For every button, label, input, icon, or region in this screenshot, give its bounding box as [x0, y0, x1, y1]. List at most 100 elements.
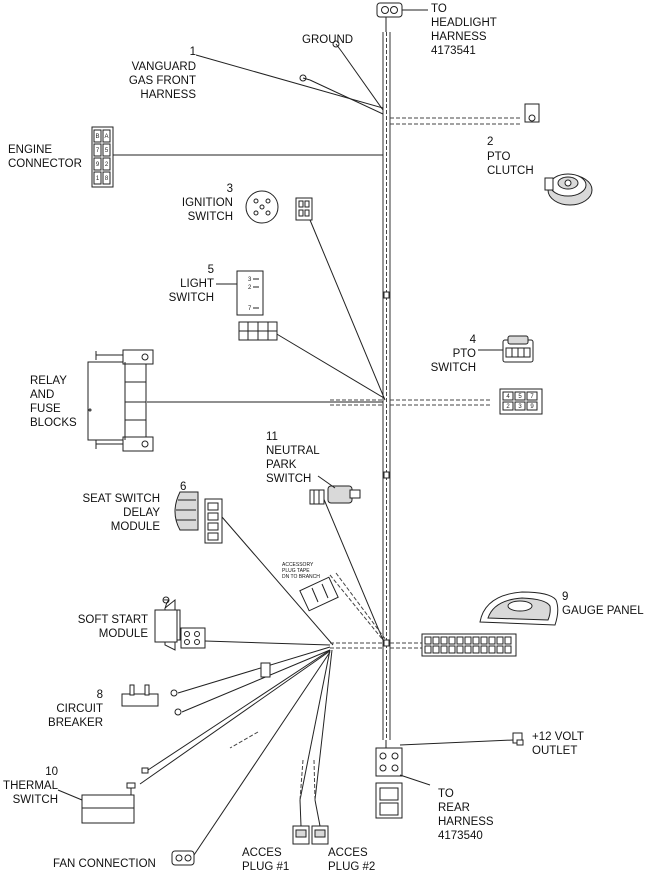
pto-switch-pin-label: 2: [506, 404, 510, 410]
rear-harness-connector: [375, 747, 431, 819]
neutral-park-switch: [309, 485, 361, 505]
headlight-label-line-1: TO: [431, 3, 447, 15]
neutral-park-line-2: PARK: [266, 459, 297, 471]
thermal-switch-callout: 10 THERMAL SWITCH: [3, 766, 83, 806]
ignition-connector: [295, 197, 313, 221]
pto-switch-pin-label: 4: [506, 394, 510, 400]
gauge-connector-cavity: [488, 636, 496, 645]
pto-switch-pin-label: 7: [530, 394, 534, 400]
soft-start-line-2: MODULE: [99, 628, 149, 640]
seat-switch-number: 6: [180, 481, 186, 493]
acces-plug-1: [292, 825, 310, 845]
engine-connector-pin-label: B: [95, 134, 99, 140]
engine-connector-pin-cell: [93, 171, 102, 185]
ground-label: GROUND: [302, 34, 353, 46]
ground-terminals: [299, 40, 343, 82]
rear-harness-line-1: TO: [438, 788, 454, 800]
pto-switch-pin-label: 3: [518, 404, 522, 410]
main-harness-trunk: [382, 32, 391, 740]
pto-switch-callout: 4 PTO SWITCH: [431, 334, 503, 374]
acces-plug-1-label: ACCES PLUG #1: [242, 847, 289, 873]
harness-front-number: 1: [190, 46, 196, 58]
gauge-connector-cavity: [440, 636, 448, 645]
gauge-panel: [421, 591, 559, 657]
engine-connector-pin-cell: [93, 143, 102, 157]
pto-clutch-number: 2: [487, 136, 493, 148]
pto-switch-number: 4: [470, 334, 477, 346]
gauge-connector-cavity: [464, 645, 472, 654]
accessory-plug-tape-label: ACCESSORY PLUG TAPE DN TO BRANCH: [282, 562, 320, 580]
gauge-connector-cavity: [456, 645, 464, 654]
gauge-panel-line-1: GAUGE PANEL: [562, 605, 644, 617]
engine-connector-pin-cell: [93, 129, 102, 143]
gauge-connector-cavity: [456, 636, 464, 645]
harness-front-line-3: HARNESS: [140, 89, 196, 101]
light-switch-number: 5: [208, 264, 214, 276]
relay-line-1: RELAY: [30, 375, 67, 387]
engine-connector-line-1: ENGINE: [8, 144, 52, 156]
engine-connector-pin-cell: [93, 157, 102, 171]
ignition-switch-callout: 3 IGNITION SWITCH: [182, 183, 233, 223]
ignition-line-1: IGNITION: [182, 197, 233, 209]
rear-harness-line-2: REAR: [438, 802, 470, 814]
gauge-panel-callout: 9 GAUGE PANEL: [562, 591, 644, 617]
engine-connector-pin-label: 1: [96, 176, 100, 182]
accessory-tape-line-1: ACCESSORY: [282, 562, 314, 568]
gauge-connector-cavity: [472, 636, 480, 645]
relay-line-2: AND: [30, 389, 54, 401]
circuit-breaker-line-2: BREAKER: [48, 717, 103, 729]
rear-harness-label: TO REAR HARNESS 4173540: [438, 788, 494, 842]
pto-switch-pin-cell: [502, 391, 514, 401]
gauge-connector-cavity: [504, 636, 512, 645]
pto-switch: [502, 335, 534, 363]
thermal-line-1: THERMAL: [3, 780, 59, 792]
neutral-park-callout: 11 NEUTRAL PARK SWITCH: [266, 431, 336, 489]
seat-switch-line-3: MODULE: [111, 521, 161, 533]
light-switch: 3 2 7: [236, 270, 264, 316]
twelve-volt-line-2: OUTLET: [532, 745, 577, 757]
engine-connector-pin-cell: [102, 157, 111, 171]
headlight-branch-connector: [524, 103, 540, 123]
gauge-connector-cavity: [432, 636, 440, 645]
pto-switch-pin-cell: [526, 391, 538, 401]
engine-connector-pin-cell: [102, 129, 111, 143]
accessory-plug-connector: [299, 576, 339, 612]
pto-clutch: [544, 173, 593, 206]
twelve-volt-line-1: +12 VOLT: [532, 731, 584, 743]
harness-front-line-2: GAS FRONT: [129, 75, 196, 87]
light-switch-connector: [238, 321, 278, 341]
engine-connector-pin-label: 8: [105, 176, 109, 182]
gauge-connector-cavity: [432, 645, 440, 654]
engine-connector-pin-label: 2: [105, 162, 109, 168]
ignition-switch: [245, 190, 279, 224]
gauge-connector-cavity: [472, 645, 480, 654]
engine-connector-pin-cell: [102, 171, 111, 185]
harness-front-callout: 1 VANGUARD GAS FRONT HARNESS: [129, 46, 196, 101]
engine-connector-line-2: CONNECTOR: [8, 158, 82, 170]
headlight-label-line-2: HEADLIGHT: [431, 17, 497, 29]
headlight-label-line-3: HARNESS: [431, 31, 487, 43]
relay-fuse-label: RELAY AND FUSE BLOCKS: [30, 375, 77, 429]
gauge-connector-cavity: [424, 636, 432, 645]
neutral-park-line-1: NEUTRAL: [266, 445, 320, 457]
engine-connector-pin-label: A: [104, 134, 108, 140]
pto-switch-line-1: PTO: [453, 348, 476, 360]
acces-plug-1-line-1: ACCES: [242, 847, 282, 859]
harness-front-line-1: VANGUARD: [132, 61, 196, 73]
pto-switch-line-2: SWITCH: [431, 362, 476, 374]
seat-switch-line-1: SEAT SWITCH: [82, 493, 160, 505]
pto-switch-pin-cell: [526, 401, 538, 411]
light-switch-pin-2: 2: [248, 285, 252, 291]
gauge-connector-cavity: [448, 645, 456, 654]
circuit-breaker-callout: 8 CIRCUIT BREAKER: [48, 689, 103, 729]
gauge-connector-cavity: [448, 636, 456, 645]
acces-plug-2-line-1: ACCES: [328, 847, 368, 859]
thermal-number: 10: [45, 766, 58, 778]
gauge-connector-cavity: [496, 636, 504, 645]
gauge-connector-cavity: [504, 645, 512, 654]
gauge-connector-cavity: [440, 645, 448, 654]
gauge-connector-cavity: [424, 645, 432, 654]
accessory-tape-line-2: PLUG TAPE: [282, 568, 310, 574]
